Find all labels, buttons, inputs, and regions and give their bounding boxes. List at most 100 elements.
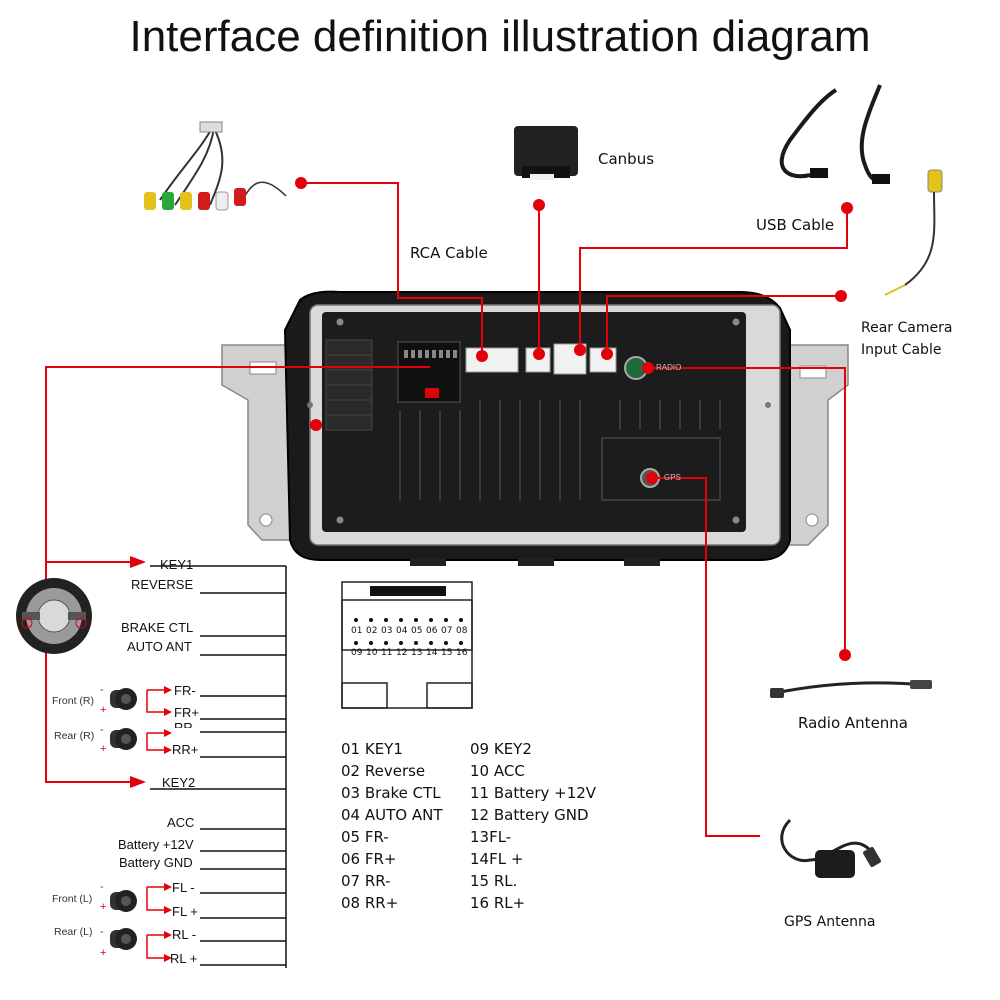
harness-port-pins [404,350,457,358]
rca-cable-image [144,121,287,211]
pin-legend-item: 11 Battery +12V [470,784,597,802]
harness-line [45,366,430,563]
gps-dot [646,472,658,484]
usb-cable-label: USB Cable [756,216,835,234]
connection-lines [45,182,848,837]
speaker-icon [110,688,137,710]
svg-text:-: - [100,926,104,938]
pin-legend-item: 10 ACC [470,762,525,780]
pin-legend-item: 12 Battery GND [470,806,589,824]
panel-ribs [399,400,721,500]
svg-text:-: - [100,684,104,696]
rca-port [465,347,519,373]
harness-wires [150,565,287,968]
radio-line [648,367,846,655]
radio-antenna-image [770,680,932,698]
pin-number: 04 [396,626,408,636]
usb-plug [872,174,890,184]
radio-antenna-dot [839,649,851,661]
connector-diagram [341,581,473,709]
svg-text:-: - [100,881,104,893]
pin-legend-item: 08 RR+ [341,894,399,912]
svg-text:+: + [100,743,106,755]
radio-dot [642,362,654,374]
canbus-box-image [514,126,578,180]
steering-wheel [16,578,92,654]
pin-number: 07 [441,626,453,636]
pin-number: 10 [366,648,378,658]
pin-legend-item: 14FL + [470,850,524,868]
gps-line [652,477,760,837]
pin-legend-item: 06 FR+ [341,850,397,868]
wire-label-rl-minus: RL - [172,927,197,942]
heat-sink [325,339,373,431]
svg-text:+: + [100,901,106,913]
head-unit [221,290,849,566]
canbus-port-dot [533,348,545,360]
key2-arrow [130,776,146,788]
svg-text:-: - [100,724,104,736]
wire-label-key1: KEY1 [160,557,194,572]
wire-label-rr-minus: RR- [174,720,198,728]
pin-number: 16 [456,648,468,658]
pin-legend-item: 05 FR- [341,828,389,846]
bracket-hole [259,513,273,527]
screw [732,516,740,524]
rca-cable-label: RCA Cable [410,244,488,262]
pin-number: 11 [381,648,393,658]
pin-legend-item: 07 RR- [341,872,391,890]
rear-camera-label-line2: Input Cable [861,342,942,358]
rear-camera-cable-image [884,169,943,296]
usb-port-dot [574,344,586,356]
canbus-dot [533,199,545,211]
pin-number: 08 [456,626,468,636]
wire-label-rl-plus: RL + [170,951,198,966]
svg-text:+: + [100,947,106,959]
pin-legend-item: 04 AUTO ANT [341,806,443,824]
unit-tab [624,558,660,566]
key1-arrow [130,556,146,568]
screw [732,318,740,326]
speaker-label-rear-l: Rear (L) [54,926,93,938]
speaker-label-rear-r: Rear (R) [54,730,95,742]
pin-number: 02 [366,626,378,636]
unit-tab [410,558,446,566]
usb-dot [841,202,853,214]
camera-line [606,295,840,354]
pin-legend-item: 16 RL+ [470,894,526,912]
pin-legend-item: 15 RL. [470,872,518,890]
radio-socket-mark: RADIO [656,363,682,372]
rca-line [301,182,483,356]
wire-label-acc: ACC [167,815,195,830]
pin-legend-item: 09 KEY2 [470,740,532,758]
speaker-icon [110,728,137,750]
screw [336,318,344,326]
gps-antenna-label: GPS Antenna [784,914,876,930]
usb-line [579,208,848,350]
unit-tab [518,558,554,566]
pin-legend-item: 01 KEY1 [341,740,403,758]
camera-dot [835,290,847,302]
svg-text:+: + [100,704,106,716]
gps-antenna-image [780,818,881,878]
pin-number: 14 [426,648,438,658]
screw [336,516,344,524]
pin-number: 05 [411,626,423,636]
pin-number: 03 [381,626,393,636]
harness-dot [310,419,322,431]
usb-plug [810,168,828,178]
speaker-icon [110,890,137,912]
radio-antenna-label: Radio Antenna [798,714,909,732]
wire-label-fl-plus: FL + [172,904,198,919]
speaker-label-front-l: Front (L) [52,893,93,905]
pin-legend-item: 13FL- [470,828,512,846]
pin-number: 12 [396,648,408,658]
wire-label-brake-ctl: BRAKE CTL [121,620,194,635]
wire-label-battery-12v: Battery +12V [118,837,194,852]
gps-socket-mark: GPS [664,473,681,482]
pin-number: 15 [441,648,453,658]
wire-label-fr-minus: FR- [174,683,196,698]
connection-dots [295,177,853,661]
